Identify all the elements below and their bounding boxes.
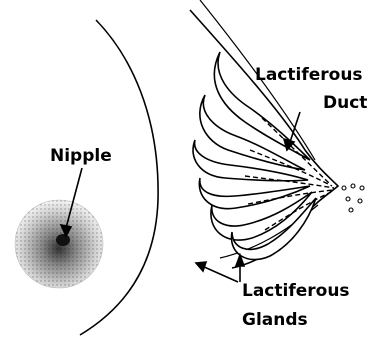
front-breast-outline (80, 20, 158, 335)
nipple-mark (56, 234, 70, 246)
lactiferous-glands-label-line2: Glands (242, 312, 308, 329)
nipple-label: Nipple (50, 148, 112, 165)
lactiferous-glands-label-line1: Lactiferous (242, 283, 350, 300)
lactiferous-duct-label-line2: Duct (323, 95, 367, 112)
milk-droplets (342, 184, 364, 212)
lactiferous-duct-label-line1: Lactiferous (255, 67, 363, 84)
